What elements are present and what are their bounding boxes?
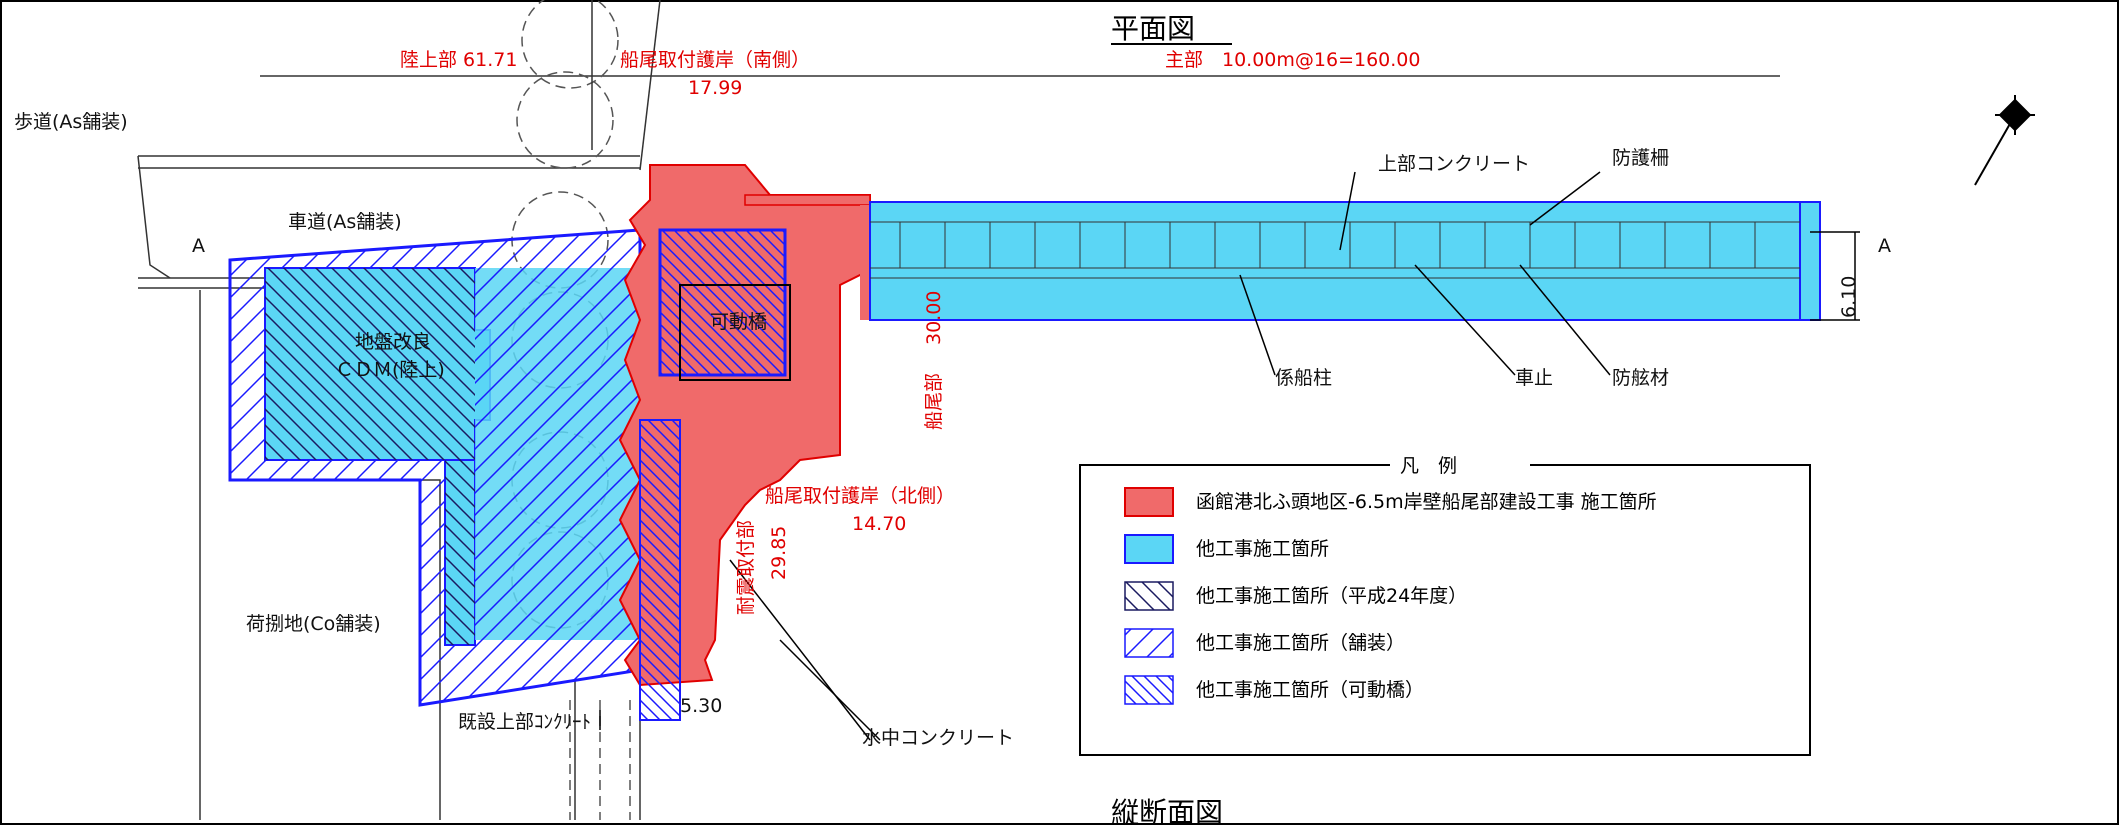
dim-stern-south-value: 17.99 (688, 77, 742, 99)
section-marker-right: A (1878, 235, 1891, 257)
legend-item-1: 他工事施工箇所 (1196, 538, 1329, 560)
dim-stern-part: 船尾部 (923, 373, 945, 430)
legend-item-3: 他工事施工箇所（舗装） (1196, 632, 1405, 654)
legend: 凡 例 函館港北ふ頭地区-6.5m岸壁船尾部建設工事 施工箇所 他工事施工箇所 … (1079, 452, 1811, 756)
dim-bottom-value: 5.30 (680, 695, 722, 717)
main-quay (869, 201, 1821, 321)
label-cdm: ＣＤＭ(陸上) (335, 359, 445, 381)
label-underwater-concrete: 水中コンクリート (862, 727, 1014, 749)
legend-item-0: 函館港北ふ頭地区-6.5m岸壁船尾部建設工事 施工箇所 (1196, 491, 1657, 513)
legend-item-2: 他工事施工箇所（平成24年度） (1196, 585, 1467, 607)
section-title: 縦断面図 (1111, 796, 1223, 825)
plan-title: 平面図 (1111, 12, 1195, 45)
legend-swatch-hatch-back-blue (1124, 675, 1174, 705)
dim-seismic-value: 29.85 (768, 526, 790, 580)
quay-panels (870, 221, 1800, 279)
movable-bridge-area (658, 228, 787, 377)
label-roadway: 車道(As舗装) (288, 211, 402, 233)
label-sidewalk: 歩道(As舗装) (14, 111, 128, 133)
label-guard-fence: 防護柵 (1612, 147, 1669, 169)
legend-swatch-hatch-fwd (1124, 628, 1174, 658)
legend-swatch-hatch-back (1124, 581, 1174, 611)
label-car-stop: 車止 (1515, 367, 1553, 389)
north-arrow-icon (1974, 95, 2035, 186)
label-ground-improvement: 地盤改良 (355, 331, 431, 353)
label-fender: 防舷材 (1612, 367, 1669, 389)
legend-item-4: 他工事施工箇所（可動橋） (1196, 679, 1424, 701)
section-marker-left: A (192, 235, 205, 257)
dim-stern-north-label: 船尾取付護岸（北側） (765, 485, 955, 507)
label-movable-bridge: 可動橋 (710, 311, 767, 333)
dim-stern-part-value: 30.00 (923, 291, 945, 345)
label-cargo-yard: 荷捌地(Co舗装) (246, 613, 381, 635)
dim-stern-north-value: 14.70 (852, 513, 906, 535)
dim-seismic-part: 耐震取付部 (735, 520, 757, 615)
legend-swatch-red (1124, 487, 1174, 517)
label-upper-concrete: 上部コンクリート (1378, 153, 1530, 175)
legend-swatch-blue (1124, 534, 1174, 564)
dim-land-part: 陸上部 61.71 (400, 49, 517, 71)
legend-title: 凡 例 (1400, 455, 1457, 477)
label-mooring-post: 係船柱 (1275, 367, 1332, 389)
dim-main-part: 主部 10.00m@16=160.00 (1165, 49, 1420, 71)
dim-stern-south-label: 船尾取付護岸（南側） (620, 49, 810, 71)
dim-width-value: 6.10 (1838, 276, 1860, 318)
label-existing-upper: 既設上部ｺﾝｸﾘｰﾄ (458, 711, 591, 733)
leader-lines (599, 171, 1860, 741)
